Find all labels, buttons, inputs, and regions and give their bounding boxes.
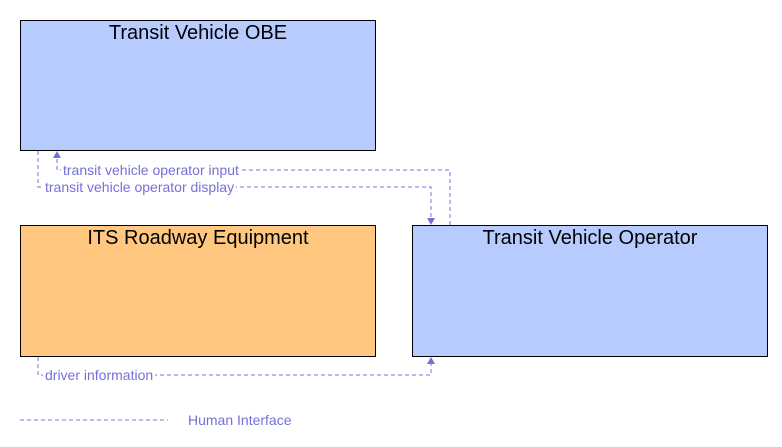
arrowhead-driver-information <box>427 357 435 364</box>
flow-line-driver-information[interactable] <box>37 357 432 376</box>
arrowhead-operator-input <box>53 151 61 158</box>
node-its-roadway-equipment[interactable]: ITS Roadway Equipment <box>20 225 376 357</box>
legend-label: Human Interface <box>188 412 292 428</box>
node-label: Transit Vehicle OBE <box>108 22 288 44</box>
arrowhead-operator-display <box>427 218 435 225</box>
flow-label-operator-display: transit vehicle operator display <box>43 179 237 195</box>
flow-label-operator-input: transit vehicle operator input <box>61 162 241 178</box>
flow-label-driver-information: driver information <box>43 367 156 383</box>
node-transit-vehicle-obe[interactable]: Transit Vehicle OBE <box>20 20 376 151</box>
node-transit-vehicle-operator[interactable]: Transit Vehicle Operator <box>412 225 768 357</box>
flow-line-operator-input[interactable] <box>56 153 451 225</box>
node-label: ITS Roadway Equipment <box>87 227 309 249</box>
node-label: Transit Vehicle Operator <box>482 227 698 249</box>
